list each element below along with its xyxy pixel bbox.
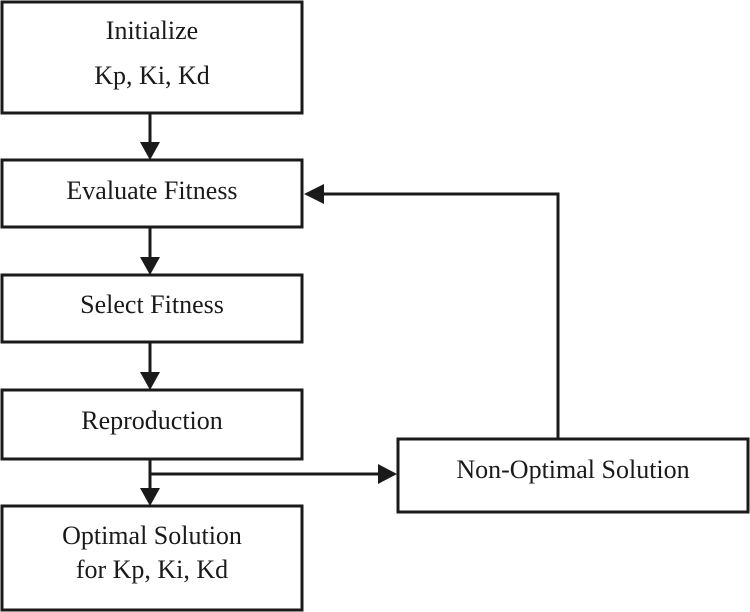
reproduction-node: Reproduction <box>0 388 304 461</box>
non-optimal-solution-node: Non-Optimal Solution <box>396 437 750 514</box>
optimal-solution-node: Optimal Solution for Kp, Ki, Kd <box>0 504 304 612</box>
initialize-params-label: Kp, Ki, Kd <box>94 61 210 90</box>
arrow-reproduction-to-optimal <box>140 459 160 506</box>
arrow-select-to-reproduction <box>140 342 160 390</box>
arrow-evaluate-to-select <box>140 227 160 275</box>
select-fitness-label: Select Fitness <box>80 290 224 319</box>
evaluate-fitness-node: Evaluate Fitness <box>0 158 304 229</box>
non-optimal-solution-label: Non-Optimal Solution <box>456 455 689 484</box>
initialize-label: Initialize <box>106 16 198 45</box>
initialize-node: Initialize Kp, Ki, Kd <box>0 0 304 115</box>
arrow-initialize-to-evaluate <box>140 113 160 160</box>
arrow-feedback-to-evaluate <box>304 184 560 439</box>
arrow-reproduction-to-non-optimal <box>150 464 397 484</box>
reproduction-label: Reproduction <box>81 406 223 435</box>
optimal-solution-params-label: for Kp, Ki, Kd <box>76 555 228 584</box>
select-fitness-node: Select Fitness <box>0 273 304 344</box>
optimal-solution-label: Optimal Solution <box>62 521 242 550</box>
evaluate-fitness-label: Evaluate Fitness <box>66 176 237 205</box>
